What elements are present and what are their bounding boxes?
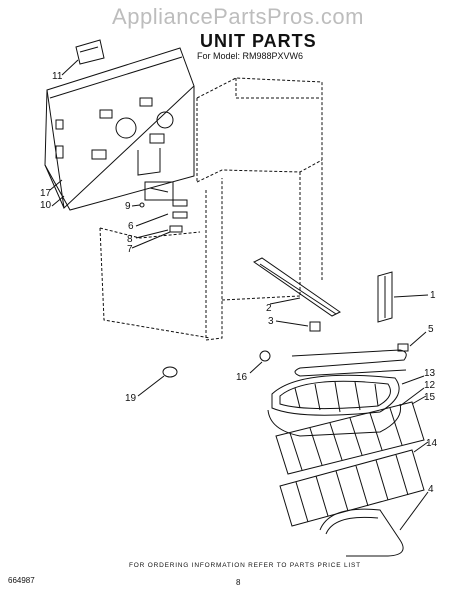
page-number: 8 [236,578,241,587]
part-14-oven-rack [279,441,429,527]
part-4-broil-element [319,491,429,557]
callout-6: 6 [128,221,134,232]
callout-10: 10 [40,200,52,211]
callout-2: 2 [266,303,272,314]
cabinet-body [99,77,323,341]
callout-3: 3 [268,316,274,327]
part-12-broil-grid [267,387,425,437]
part-15-oven-rack [275,395,427,475]
callout-17: 17 [40,188,52,199]
callout-15: 15 [424,392,436,403]
model-number: RM988PXVW6 [242,51,304,61]
callout-14: 14 [426,438,438,449]
ordering-note: FOR ORDERING INFORMATION REFER TO PARTS … [129,562,361,569]
document-number: 664987 [8,576,35,585]
part-16-grommet [249,350,271,374]
watermark: AppliancePartsPros.com [112,4,364,29]
diagram-title: UNIT PARTS [200,31,317,51]
part-19-knob [137,366,178,397]
back-panel [44,47,195,211]
model-prefix: For Model: [197,51,241,61]
callout-8: 8 [127,234,133,245]
model-line: For Model: RM988PXVW6 [197,51,303,61]
callout-4: 4 [428,484,434,495]
part-11-bracket [75,39,105,65]
part-13-broil-pan [271,374,425,416]
callout-1: 1 [430,290,436,301]
callout-13: 13 [424,368,436,379]
callout-11: 11 [52,71,63,82]
callout-16: 16 [236,372,248,383]
callout-12: 12 [424,380,436,391]
callout-19: 19 [125,393,137,404]
part-2-rail [253,257,341,317]
part-3-clip [275,320,321,332]
callout-7: 7 [127,244,133,255]
callout-5: 5 [428,324,434,335]
part-1-component [377,271,429,323]
callout-9: 9 [125,201,131,212]
control-components [131,181,188,249]
part-5-bake-element [291,331,427,377]
leader-lines [49,59,79,207]
